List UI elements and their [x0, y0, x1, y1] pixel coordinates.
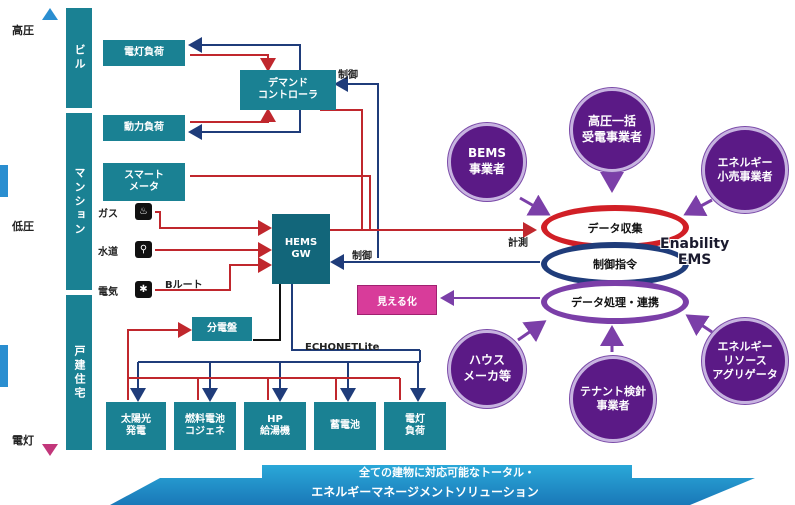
home-lighting-load-box: 電灯 負荷	[384, 402, 446, 450]
control-label-top: 制御	[338, 70, 358, 81]
operator-house-maker: ハウス メーカ等	[448, 330, 526, 408]
voltage-arrow-down	[42, 444, 58, 456]
segment-building: ビル	[66, 8, 92, 108]
operator-tenant-metering: テナント検針 事業者	[570, 356, 656, 442]
voltage-lighting-label: 電灯	[12, 434, 34, 447]
heat-pump-box: HP 給湯機	[244, 402, 306, 450]
lighting-load-box: 電灯負荷	[103, 40, 185, 66]
banner-shape	[110, 465, 755, 505]
flame-icon: ♨	[135, 203, 152, 220]
banner-line-2: エネルギーマネージメントソリューション	[311, 485, 539, 499]
visualization-box: 見える化	[357, 285, 437, 315]
hems-gw-box: HEMS GW	[272, 214, 330, 284]
banner-line-1: 全ての建物に対応可能なトータル・	[359, 466, 535, 479]
operator-high-voltage-bulk: 高圧一括 受電事業者	[570, 88, 654, 172]
distribution-board-box: 分電盤	[192, 317, 252, 341]
device-electric-label: 電気	[98, 287, 118, 298]
segment-detached-house: 戸建住宅	[66, 295, 92, 450]
fuel-cell-box: 燃料電池 コジェネ	[174, 402, 236, 450]
measure-label: 計測	[508, 238, 528, 249]
voltage-arrow-up	[42, 8, 58, 20]
control-label-mid: 制御	[352, 251, 372, 262]
solar-power-box: 太陽光 発電	[106, 402, 166, 450]
b-route-label: Bルート	[165, 280, 203, 291]
echonet-label: ECHONETLite	[305, 342, 380, 353]
operator-energy-resource-aggregator: エネルギー リソース アグリゲータ	[702, 318, 788, 404]
device-water-label: 水道	[98, 247, 118, 258]
voltage-high-label: 高圧	[12, 24, 34, 37]
bulb-icon: ✱	[135, 281, 152, 298]
demand-controller-box: デマンド コントローラ	[240, 70, 336, 110]
segment-mansion: マンション	[66, 113, 92, 290]
data-processing-ellipse: データ処理・連携	[541, 280, 689, 324]
ems-name: Enability EMS	[660, 236, 730, 269]
power-load-box: 動力負荷	[103, 115, 185, 141]
operator-energy-retail: エネルギー 小売事業者	[702, 127, 788, 213]
operator-bems: BEMS 事業者	[448, 123, 526, 201]
device-gas-label: ガス	[98, 209, 118, 220]
battery-box: 蓄電池	[314, 402, 376, 450]
smart-meter-box: スマート メータ	[103, 163, 185, 201]
voltage-low-label: 低圧	[12, 220, 34, 233]
faucet-icon: ⚲	[135, 241, 152, 258]
